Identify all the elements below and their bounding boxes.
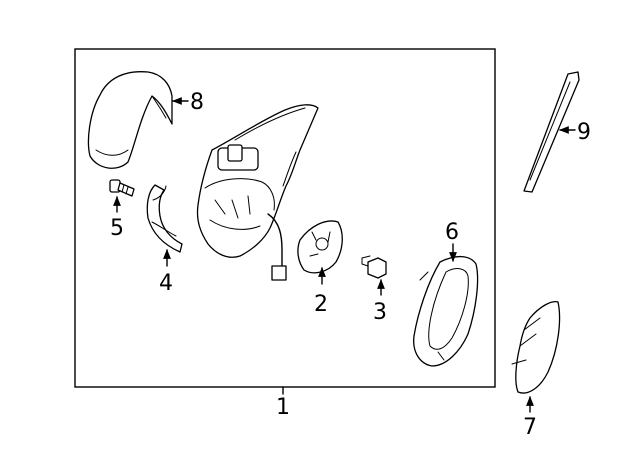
callout-1: 1 [276,395,290,420]
part-5-screw [109,179,135,197]
callout-4: 4 [159,271,173,296]
part-9-molding [523,71,580,193]
callout-5: 5 [110,216,124,241]
part-4-turn-signal [146,184,183,253]
assembly-frame [74,48,496,388]
callout-9: 9 [577,120,591,145]
part-1-mirror-base [196,104,319,281]
part-2-actuator [297,220,343,274]
callout-2: 2 [314,292,328,317]
part-3-bolt [361,255,387,279]
callout-7: 7 [523,415,537,440]
part-8-mirror-cover [87,71,173,169]
part-7-lower-cover [511,300,561,394]
callout-6: 6 [445,220,459,245]
part-6-mirror-glass [413,255,479,367]
callout-3: 3 [373,300,387,325]
callout-8: 8 [190,90,204,115]
